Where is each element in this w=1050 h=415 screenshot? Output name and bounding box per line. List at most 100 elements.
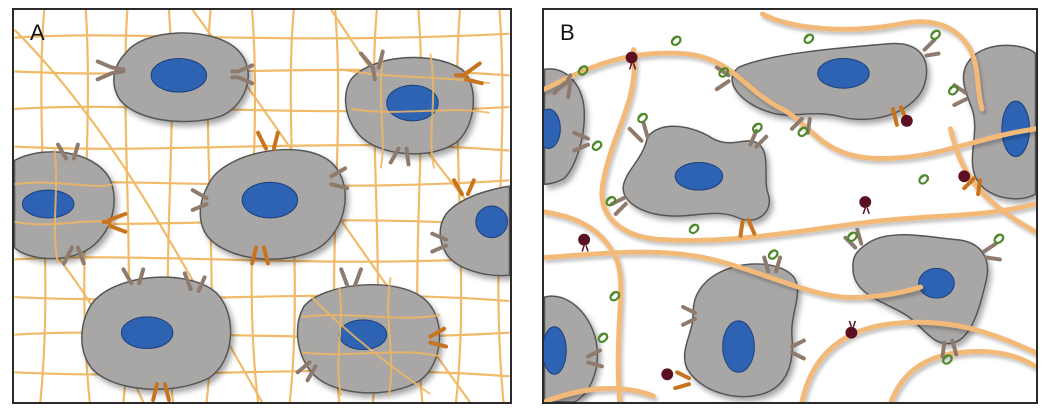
cell: [113, 32, 249, 123]
fiber-mesh-over: [14, 53, 490, 397]
ligand-coil: [803, 33, 815, 45]
cell: [199, 148, 346, 260]
ligand-dot: [958, 170, 971, 183]
receptor: [151, 382, 171, 402]
nucleus: [817, 58, 870, 89]
fiber: [14, 256, 510, 263]
receptor: [452, 178, 476, 197]
ligand-coil: [767, 249, 779, 260]
fiber: [947, 126, 1036, 235]
fiber: [301, 313, 441, 319]
cell: [962, 44, 1036, 200]
ligand-coil: [718, 67, 730, 78]
fiber: [387, 277, 393, 397]
receptors-panel-b: [552, 37, 1002, 391]
ligands-green: [577, 29, 1005, 365]
fiber: [337, 287, 343, 397]
receptor: [922, 37, 941, 58]
receptor: [673, 370, 692, 391]
cell: [731, 42, 928, 121]
receptor: [95, 59, 126, 82]
receptor: [789, 338, 806, 361]
cell: [296, 283, 441, 394]
receptor: [982, 241, 1002, 262]
cell: [439, 185, 510, 277]
ligands-dot: [578, 51, 971, 381]
receptor: [586, 348, 604, 369]
receptor: [256, 130, 280, 151]
ligand-coil: [918, 174, 930, 185]
nucleus: [338, 319, 388, 351]
ligand-coil: [577, 65, 589, 76]
receptor: [339, 267, 363, 288]
receptor: [230, 63, 255, 86]
receptor: [121, 267, 146, 286]
ligand-coil: [797, 126, 809, 138]
cell: [81, 276, 232, 391]
ligand-coil: [609, 290, 621, 302]
receptor: [681, 304, 697, 327]
ligand-coil: [930, 29, 941, 41]
panel-b-sparse-matrix: B: [542, 8, 1038, 404]
receptor: [552, 73, 573, 100]
receptor: [609, 196, 628, 216]
nucleus: [918, 267, 955, 299]
fiber: [14, 32, 510, 40]
receptor: [295, 360, 318, 383]
receptor: [843, 227, 864, 250]
cells-panel-b: [544, 42, 1036, 402]
sparse-fiber-network-diagram: [544, 11, 1036, 402]
receptor: [738, 217, 757, 238]
ligand-coil: [591, 140, 603, 151]
cell: [14, 151, 115, 260]
fiber: [14, 181, 114, 187]
fiber: [799, 319, 1036, 402]
panel-b-label: B: [560, 20, 575, 45]
ligand-coil: [847, 231, 858, 242]
receptor: [190, 188, 209, 212]
panel-a-dense-matrix: A: [12, 8, 512, 404]
receptor: [182, 271, 207, 294]
ligand-dot: [859, 196, 872, 215]
receptor: [388, 146, 411, 167]
receptor: [250, 245, 270, 266]
nucleus: [386, 84, 439, 122]
receptor: [329, 166, 350, 191]
ligand-coil: [688, 223, 700, 235]
receptor: [428, 326, 449, 349]
receptor: [572, 130, 591, 153]
cells-panel-a: [14, 32, 510, 394]
cell: [683, 263, 799, 398]
cell: [622, 125, 771, 221]
ligand-coil: [605, 195, 617, 207]
receptor: [101, 211, 128, 234]
fiber: [888, 349, 1036, 402]
ligand-coil: [751, 122, 763, 134]
fiber: [544, 385, 656, 402]
fiber: [429, 53, 436, 169]
fiber: [53, 148, 60, 264]
receptor: [940, 338, 959, 359]
fiber: [14, 369, 510, 378]
ligand-dot: [845, 320, 858, 339]
fiber: [310, 296, 431, 395]
nucleus: [21, 189, 75, 219]
cell: [344, 56, 475, 155]
fiber: [379, 55, 384, 169]
receptor: [762, 255, 783, 274]
nucleus: [722, 320, 755, 373]
ligand-dot: [625, 51, 638, 70]
nucleus: [120, 316, 174, 350]
fiber: [544, 249, 924, 300]
ligand-dot: [661, 368, 674, 381]
nucleus: [544, 108, 561, 150]
dense-fiber-network-diagram: [14, 10, 510, 402]
ligand-coil: [670, 35, 682, 46]
receptor: [454, 61, 484, 86]
ligand-coil: [597, 332, 609, 343]
nucleus: [544, 326, 567, 375]
ligand-dot: [578, 233, 591, 252]
ligand-coil: [993, 233, 1005, 244]
ligand-coil: [947, 85, 959, 96]
receptor: [627, 120, 650, 143]
